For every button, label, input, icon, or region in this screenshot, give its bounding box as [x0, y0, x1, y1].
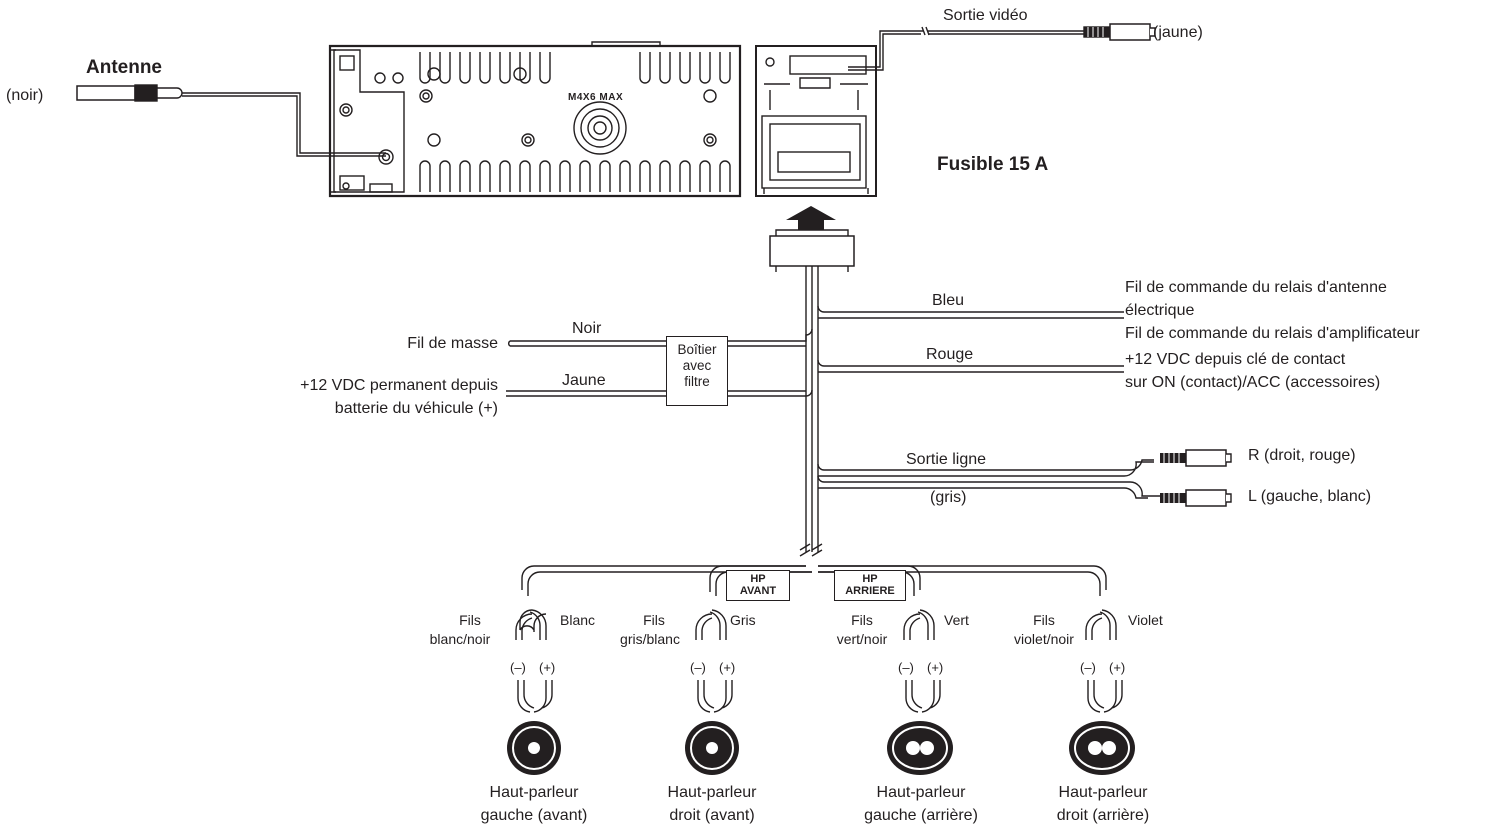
blue-desc-3: Fil de commande du relais d'amplificateu… [1125, 325, 1420, 342]
spk3-wire-neg-1: Fils [851, 612, 873, 628]
hp-front-line2: AVANT [739, 585, 777, 597]
spk3-wire-pos: Vert [944, 612, 969, 628]
screw-label: M4X6 MAX [568, 92, 624, 103]
hp-rear-box: HP ARRIERE [834, 570, 906, 601]
speaker-leads [515, 609, 1123, 713]
filter-box-line2: avec [682, 358, 712, 373]
spk1-wire-pos: Blanc [560, 612, 596, 628]
spk3-name-1: Haut-parleur [876, 784, 966, 801]
head-unit [328, 41, 877, 198]
filter-box: Boîtier avec filtre [666, 336, 728, 406]
spk1-neg: (–) [510, 660, 526, 675]
hp-front-line1: HP [750, 573, 766, 585]
red-desc-2: sur ON (contact)/ACC (accessoires) [1125, 374, 1381, 391]
spk4-wire-neg-2: violet/noir [1014, 631, 1074, 647]
spk1-wire-neg-1: Fils [459, 612, 481, 628]
ground-color: Noir [572, 320, 602, 337]
spk4-pos: (+) [1109, 660, 1126, 675]
fuse-label: Fusible 15 A [937, 154, 1049, 175]
hp-front-box: HP AVANT [726, 570, 790, 601]
spk3-name-2: gauche (arrière) [864, 807, 978, 824]
line-out-color: (gris) [930, 489, 967, 506]
video-label: Sortie vidéo [943, 7, 1028, 24]
spk2-wire-neg-1: Fils [643, 612, 665, 628]
red-desc-1: +12 VDC depuis clé de contact [1125, 351, 1346, 368]
line-out-right: R (droit, rouge) [1248, 447, 1356, 464]
speaker-icons [507, 721, 1135, 775]
antenna-color: (noir) [6, 87, 44, 104]
spk4-wire-neg-1: Fils [1033, 612, 1055, 628]
spk2-pos: (+) [719, 660, 736, 675]
line-out-label: Sortie ligne [906, 451, 987, 468]
spk2-wire-neg-2: gris/blanc [620, 631, 680, 647]
battery-color: Jaune [562, 372, 606, 389]
spk3-wire-neg-2: vert/noir [836, 631, 888, 647]
blue-desc-2: électrique [1125, 302, 1195, 319]
spk4-neg: (–) [1080, 660, 1096, 675]
filter-box-line1: Boîtier [677, 342, 717, 357]
spk1-name-2: gauche (avant) [480, 807, 588, 824]
battery-desc-1: +12 VDC permanent depuis [300, 377, 498, 394]
spk1-name-1: Haut-parleur [489, 784, 579, 801]
battery-desc-2: batterie du véhicule (+) [334, 400, 498, 417]
rca-right-icon [1159, 449, 1232, 467]
spk1-pos: (+) [539, 660, 556, 675]
video-color: (jaune) [1153, 24, 1203, 41]
spk2-name-1: Haut-parleur [667, 784, 757, 801]
spk4-name-1: Haut-parleur [1058, 784, 1148, 801]
spk2-wire-pos: Gris [730, 612, 756, 628]
red-color: Rouge [926, 346, 974, 363]
blue-desc-1: Fil de commande du relais d'antenne [1125, 279, 1387, 296]
hp-rear-line2: ARRIERE [845, 585, 895, 597]
spk2-neg: (–) [690, 660, 706, 675]
harness-wires [76, 23, 1160, 596]
hp-rear-line1: HP [862, 573, 878, 585]
spk4-wire-pos: Violet [1128, 612, 1163, 628]
antenna-title: Antenne [86, 57, 162, 78]
rca-left-icon [1159, 489, 1232, 507]
blue-color: Bleu [932, 292, 965, 309]
spk2-name-2: droit (avant) [669, 807, 755, 824]
line-out-left: L (gauche, blanc) [1248, 488, 1372, 505]
ground-desc: Fil de masse [407, 335, 498, 352]
filter-box-line3: filtre [684, 374, 710, 389]
spk3-pos: (+) [927, 660, 944, 675]
spk1-wire-neg-2: blanc/noir [429, 631, 491, 647]
spk3-neg: (–) [898, 660, 914, 675]
spk4-name-2: droit (arrière) [1056, 807, 1150, 824]
arrow-up-icon [786, 206, 836, 230]
